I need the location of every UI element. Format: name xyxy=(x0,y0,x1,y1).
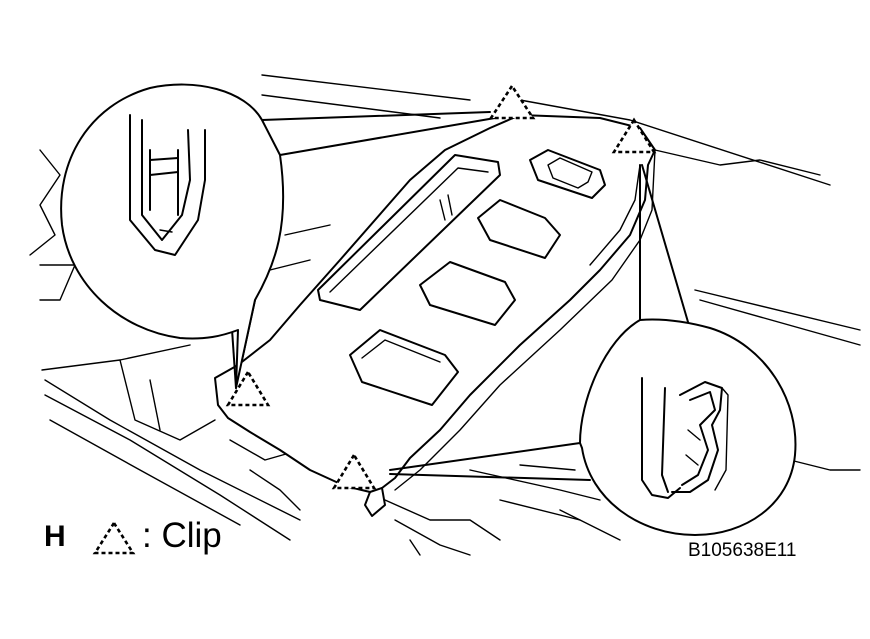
background-lines xyxy=(29,74,861,556)
legend-key-letter: H xyxy=(44,520,66,553)
clip-claw-front-view xyxy=(129,114,206,256)
dashed-triangle-icon xyxy=(92,520,136,556)
clip-marker-left xyxy=(225,369,271,407)
clip-marker-top-right xyxy=(611,117,657,154)
right-detail-callout xyxy=(579,318,797,536)
clip-marker-bottom xyxy=(331,452,377,490)
left-detail-callout xyxy=(60,83,285,389)
clip-markers xyxy=(225,83,657,490)
clip-claw-side-view xyxy=(641,377,729,499)
figure-code: B105638E11 xyxy=(688,540,797,561)
clip-marker-top xyxy=(488,83,536,120)
switch-panel xyxy=(214,114,656,517)
legend-label: : Clip xyxy=(142,516,222,555)
